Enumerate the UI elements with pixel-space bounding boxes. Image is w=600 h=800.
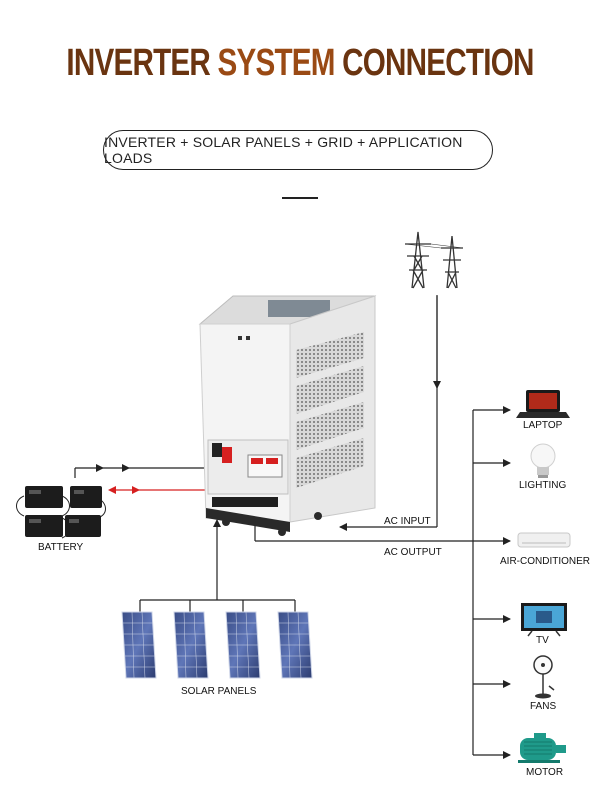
air-conditioner-label: AIR-CONDITIONER [500, 556, 590, 567]
fan-icon [533, 655, 555, 699]
laptop-label: LAPTOP [523, 420, 563, 431]
solar-panels-icon [121, 611, 313, 679]
battery-arrow-right [122, 464, 130, 472]
title-word-system: SYSTEM [217, 42, 335, 84]
page-title: INVERTER SYSTEM CONNECTION [66, 42, 534, 85]
title-divider [282, 197, 318, 199]
lighting-label: LIGHTING [519, 480, 567, 491]
laptop-icon [516, 390, 570, 418]
tv-label: TV [536, 635, 549, 646]
solar-panels-label: SOLAR PANELS [181, 686, 257, 697]
title-word-connection: CONNECTION [342, 42, 534, 84]
tv-icon [521, 603, 567, 637]
ac-input-label: AC INPUT [384, 516, 431, 527]
inverter-cabinet [198, 295, 377, 536]
title-word-inverter: INVERTER [66, 42, 211, 84]
battery-red-arrow-left [108, 486, 116, 494]
motor-label: MOTOR [526, 767, 564, 778]
subtitle-pill: INVERTER + SOLAR PANELS + GRID + APPLICA… [103, 130, 493, 170]
grid-tower-icon [404, 231, 464, 289]
light-bulb-icon [530, 443, 556, 478]
battery-bank-icon [16, 486, 106, 539]
air-conditioner-icon [517, 532, 571, 548]
battery-arrow-left [96, 464, 104, 472]
ac-output-label: AC OUTPUT [384, 547, 442, 558]
battery-red-arrow-right [132, 486, 140, 494]
fans-label: FANS [530, 701, 557, 712]
subtitle-text: INVERTER + SOLAR PANELS + GRID + APPLICA… [104, 134, 463, 166]
motor-icon [518, 733, 566, 763]
battery-label: BATTERY [38, 542, 84, 553]
